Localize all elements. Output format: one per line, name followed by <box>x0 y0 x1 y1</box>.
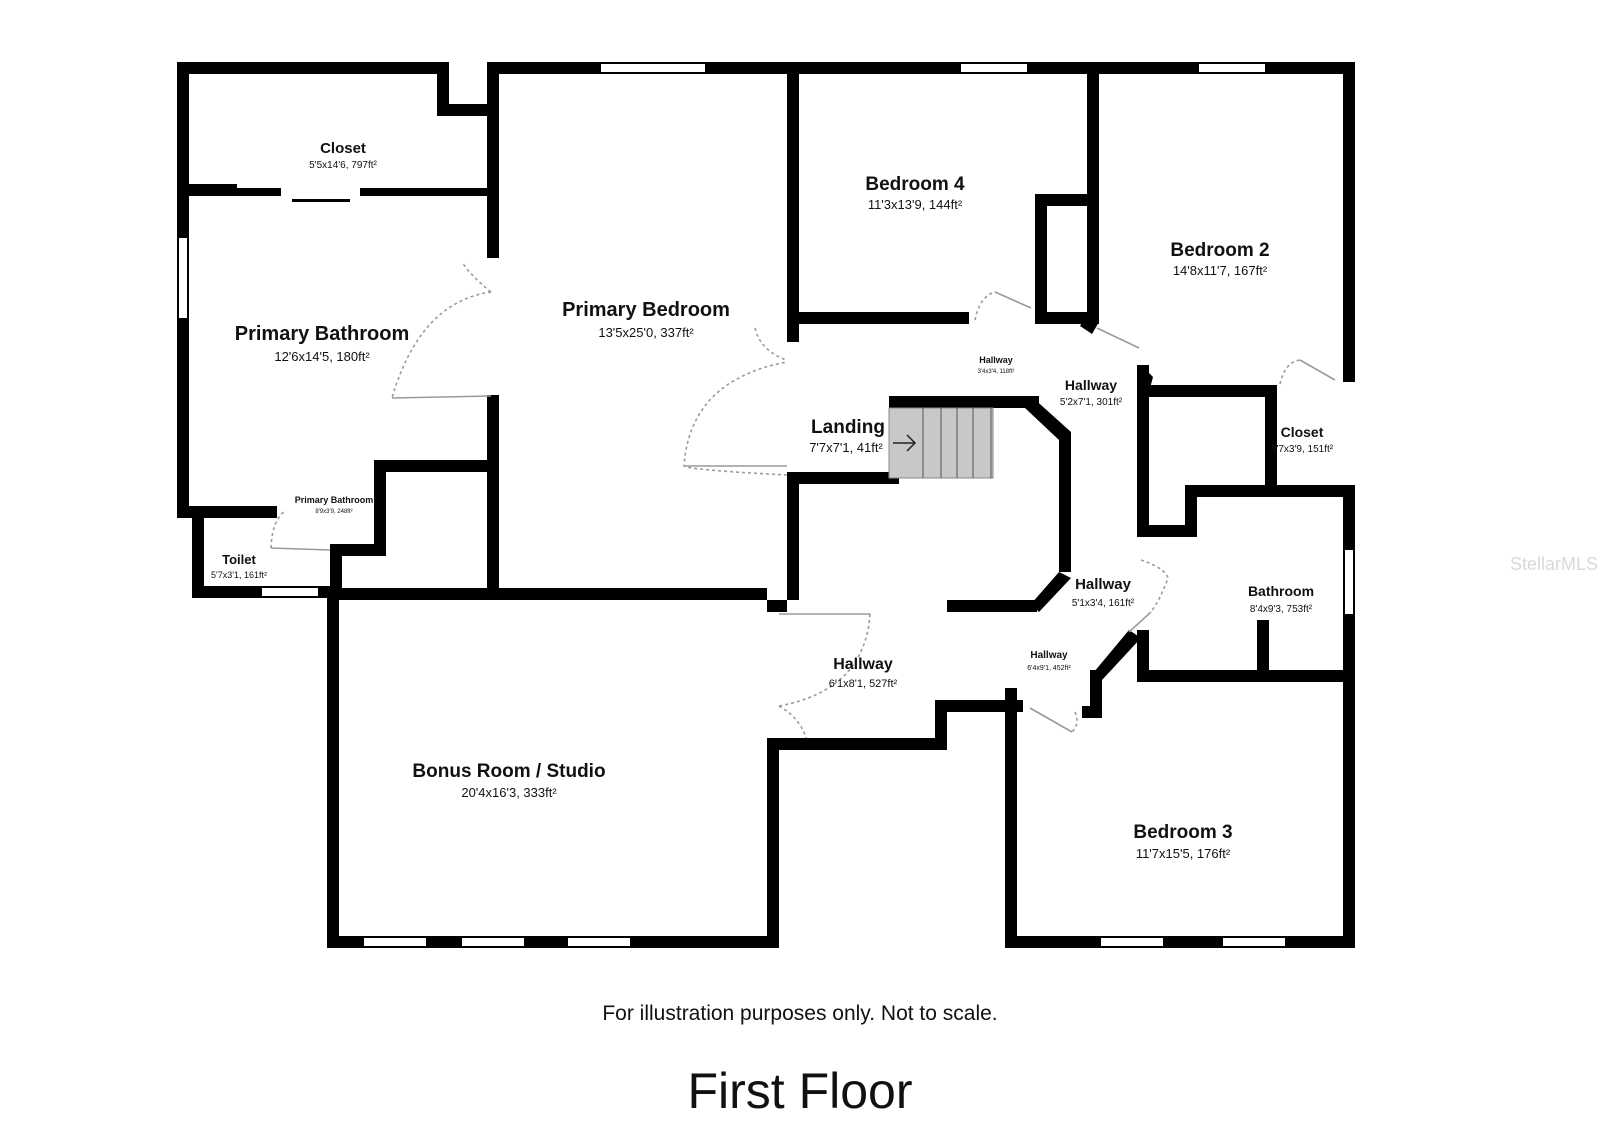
room-dims-toilet: 5'7x3'1, 161ft² <box>211 570 267 580</box>
disclaimer-text: For illustration purposes only. Not to s… <box>602 1002 998 1025</box>
room-dims-bathroom: 8'4x9'3, 753ft² <box>1250 604 1313 615</box>
room-dims-closet-b: 3'7x3'9, 151ft² <box>1271 444 1334 455</box>
doors <box>270 261 1336 739</box>
room-dims-primary-bathroom-2: 8'9x3'9, 248ft² <box>315 509 352 515</box>
walls <box>177 62 1355 948</box>
room-dims-hallway-east: 5'2x7'1, 301ft² <box>1060 397 1123 408</box>
room-name-bathroom: Bathroom <box>1248 583 1314 599</box>
room-name-closet-a: Closet <box>320 140 366 157</box>
room-dims-bedroom-3: 11'7x15'5, 176ft² <box>1136 846 1231 861</box>
room-name-bedroom-4: Bedroom 4 <box>865 174 965 195</box>
room-name-bonus-room: Bonus Room / Studio <box>412 761 605 782</box>
room-dims-bonus-room: 20'4x16'3, 333ft² <box>461 785 557 800</box>
room-name-bedroom-2: Bedroom 2 <box>1170 240 1269 261</box>
diagonal-walls <box>1025 314 1153 680</box>
room-name-toilet: Toilet <box>222 552 256 567</box>
room-dims-bedroom-2: 14'8x11'7, 167ft² <box>1173 263 1268 278</box>
watermark-text: StellarMLS <box>1510 554 1599 574</box>
room-dims-bedroom-4: 11'3x13'9, 144ft² <box>868 197 963 212</box>
room-dims-primary-bathroom: 12'6x14'5, 180ft² <box>274 349 370 364</box>
room-name-primary-bedroom: Primary Bedroom <box>562 299 730 321</box>
room-name-hallway-east: Hallway <box>1065 377 1117 393</box>
room-dims-landing: 7'7x7'1, 41ft² <box>809 440 883 455</box>
room-dims-primary-bedroom: 13'5x25'0, 337ft² <box>598 325 694 340</box>
room-name-hallway-mid: Hallway <box>1075 576 1132 593</box>
room-dims-hallway-south: 6'1x8'1, 527ft² <box>829 678 898 690</box>
room-labels: Closet 5'5x14'6, 797ft² Primary Bathroom… <box>211 140 1334 861</box>
room-name-landing: Landing <box>811 417 885 438</box>
room-dims-hallway-small: 3'4x3'4, 118ft² <box>978 369 1015 375</box>
room-name-primary-bathroom: Primary Bathroom <box>235 323 410 345</box>
stair-direction-arrow-icon <box>893 434 917 452</box>
windows <box>179 64 1353 946</box>
stairs <box>888 407 994 479</box>
room-dims-hallway-mid: 5'1x3'4, 161ft² <box>1072 598 1135 609</box>
floor-title: First Floor <box>687 1063 913 1119</box>
room-name-hallway-south: Hallway <box>833 656 893 673</box>
room-name-primary-bathroom-2: Primary Bathroom <box>295 495 374 505</box>
room-name-bedroom-3: Bedroom 3 <box>1133 822 1232 843</box>
room-name-hallway-sw: Hallway <box>1030 650 1068 661</box>
room-dims-hallway-sw: 6'4x9'1, 452ft² <box>1027 665 1071 672</box>
room-name-closet-b: Closet <box>1281 424 1324 440</box>
room-name-hallway-small: Hallway <box>979 355 1013 365</box>
room-dims-closet-a: 5'5x14'6, 797ft² <box>309 160 377 171</box>
